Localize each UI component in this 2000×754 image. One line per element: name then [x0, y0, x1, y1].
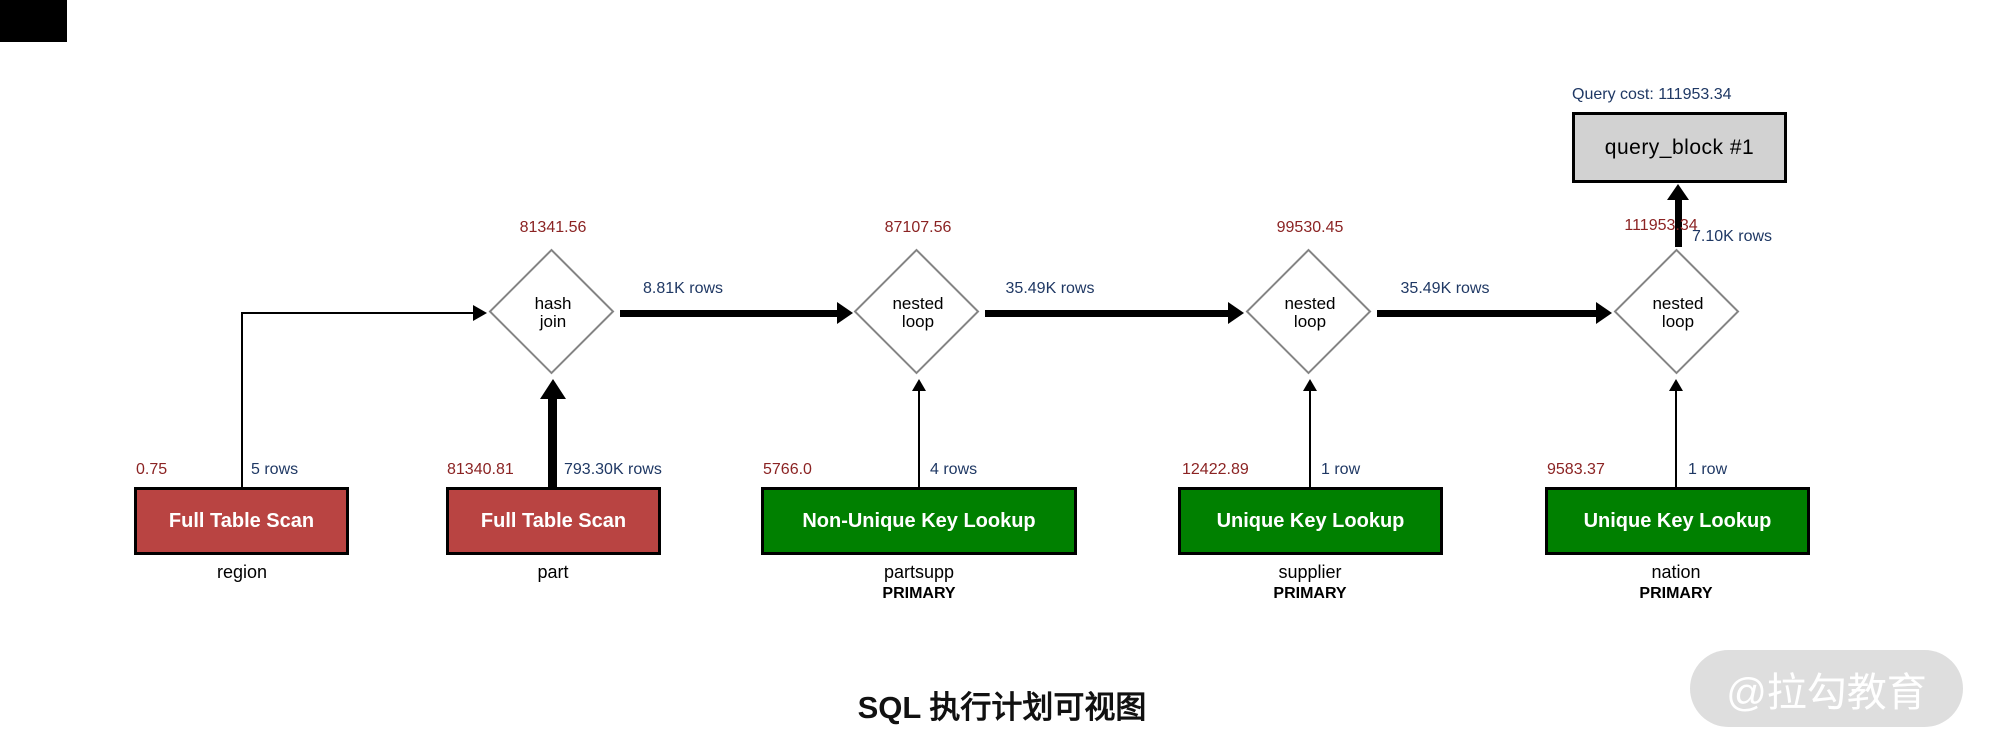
operation-label: Full Table Scan [168, 509, 315, 532]
arrowhead-partsupp [912, 379, 926, 391]
table-cost-region: 0.75 [136, 461, 168, 478]
table-rows-partsupp: 4 rows [930, 461, 978, 478]
diagram-caption: SQL 执行计划可视图 [857, 690, 1147, 725]
operator-label-line2: join [539, 312, 567, 331]
table-name-region: region [216, 562, 268, 582]
table-cost-supplier: 12422.89 [1182, 461, 1249, 478]
arrow-part-vertical [548, 397, 557, 487]
operator-label: nested loop [1244, 247, 1376, 379]
operator-label-line2: loop [901, 312, 935, 331]
arrowhead-part [540, 379, 566, 399]
table-node-nation[interactable]: Unique Key Lookup [1545, 487, 1810, 555]
black-corner-rect [0, 0, 67, 42]
table-name-nation: nation [1651, 562, 1701, 582]
table-rows-part: 793.30K rows [564, 461, 662, 478]
table-rows-supplier: 1 row [1321, 461, 1361, 478]
arrowhead-region [473, 305, 487, 321]
operation-label: Non-Unique Key Lookup [802, 509, 1036, 532]
flow-arrow-nestedloop1-nestedloop2 [985, 310, 1230, 317]
operator-node-hash-join[interactable]: hash join [487, 247, 619, 379]
flow-rows-2: 35.49K rows [1005, 280, 1095, 297]
query-block-label: query_block #1 [1604, 135, 1755, 159]
table-cost-partsupp: 5766.0 [763, 461, 812, 478]
table-cost-nation: 9583.37 [1547, 461, 1605, 478]
table-index-partsupp: PRIMARY [882, 585, 956, 602]
arrowhead-supplier [1303, 379, 1317, 391]
arrowhead-to-query-block [1667, 184, 1689, 200]
operator-label-line1: nested [1284, 294, 1336, 313]
table-name-supplier: supplier [1278, 562, 1342, 582]
operator-cost-nested-loop-1: 87107.56 [884, 219, 952, 236]
arrow-nation-vertical [1675, 391, 1677, 487]
table-index-nation: PRIMARY [1639, 585, 1713, 602]
operation-label: Full Table Scan [480, 509, 627, 532]
watermark-badge: @拉勾教育 [1690, 650, 1963, 727]
table-node-partsupp[interactable]: Non-Unique Key Lookup [761, 487, 1077, 555]
watermark-text: @拉勾教育 [1726, 670, 1927, 715]
operator-label-line1: nested [892, 294, 944, 313]
operator-label-line2: loop [1293, 312, 1327, 331]
operator-label: nested loop [852, 247, 984, 379]
arrowhead-nestedloop3 [1596, 302, 1612, 324]
query-cost-label: Query cost: 111953.34 [1572, 86, 1732, 103]
table-index-supplier: PRIMARY [1273, 585, 1347, 602]
operator-cost-nested-loop-3: 111953.34 [1624, 217, 1698, 234]
table-rows-nation: 1 row [1688, 461, 1728, 478]
operation-label: Unique Key Lookup [1583, 509, 1772, 532]
arrow-region-vertical [241, 313, 243, 487]
arrow-partsupp-vertical [918, 391, 920, 487]
table-node-region[interactable]: Full Table Scan [134, 487, 349, 555]
table-cost-part: 81340.81 [447, 461, 514, 478]
flow-rows-to-query-block: 7.10K rows [1692, 228, 1773, 245]
operator-label-line1: hash [534, 294, 572, 313]
operator-label: hash join [487, 247, 619, 379]
operator-label-line2: loop [1661, 312, 1695, 331]
operator-node-nested-loop-1[interactable]: nested loop [852, 247, 984, 379]
arrowhead-nation [1669, 379, 1683, 391]
operation-label: Unique Key Lookup [1216, 509, 1405, 532]
flow-rows-1: 8.81K rows [642, 280, 724, 297]
operator-node-nested-loop-3[interactable]: nested loop [1612, 247, 1744, 379]
query-block-node[interactable]: query_block #1 [1572, 112, 1787, 183]
table-name-part: part [537, 562, 569, 582]
arrow-region-horizontal [241, 312, 475, 314]
arrowhead-nestedloop1 [837, 302, 853, 324]
operator-label-line1: nested [1652, 294, 1704, 313]
arrow-supplier-vertical [1309, 391, 1311, 487]
arrow-to-query-block [1674, 197, 1682, 247]
flow-rows-3: 35.49K rows [1400, 280, 1490, 297]
operator-node-nested-loop-2[interactable]: nested loop [1244, 247, 1376, 379]
table-node-supplier[interactable]: Unique Key Lookup [1178, 487, 1443, 555]
arrowhead-nestedloop2 [1228, 302, 1244, 324]
operator-cost-hash-join: 81341.56 [519, 219, 587, 236]
operator-label: nested loop [1612, 247, 1744, 379]
operator-cost-nested-loop-2: 99530.45 [1276, 219, 1344, 236]
table-node-part[interactable]: Full Table Scan [446, 487, 661, 555]
table-name-partsupp: partsupp [883, 562, 955, 582]
flow-arrow-hashjoin-nestedloop1 [620, 310, 839, 317]
flow-arrow-nestedloop2-nestedloop3 [1377, 310, 1598, 317]
table-rows-region: 5 rows [251, 461, 299, 478]
